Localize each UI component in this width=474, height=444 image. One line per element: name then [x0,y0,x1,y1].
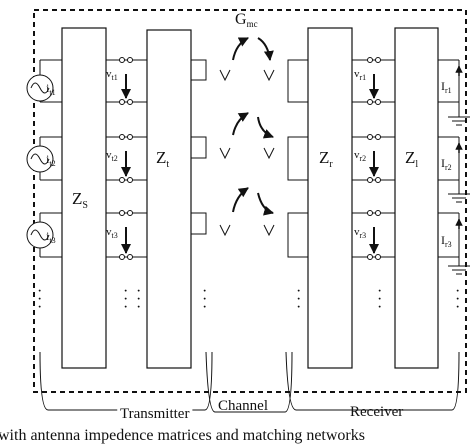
current-source-3 [26,221,54,249]
svg-text:·: · [123,299,128,316]
svg-text:·: · [377,283,382,300]
svg-text:·: · [455,291,460,308]
rx-port-1 [352,57,395,105]
svg-text:·: · [136,299,141,316]
system-boundary [33,9,467,393]
current-source-2 [26,145,54,173]
svg-text:·: · [123,283,128,300]
rx-current-label-3: Ir3 [441,233,452,249]
rx-voltage-label-3: vr3 [354,226,366,240]
svg-text:·: · [202,299,207,316]
tx-wave-arrow-3 [232,187,249,213]
rx-wave-arrow-1 [257,37,274,61]
tx-antenna-1 [191,59,231,82]
svg-text:·: · [37,299,42,316]
rx-port-2 [352,134,395,183]
tx-wave-arrow-2 [232,112,249,136]
svg-text:·: · [377,299,382,316]
svg-text:·: · [123,291,128,308]
rx-antenna-1 [263,59,308,103]
rx-current-label-2: Ir2 [441,156,452,172]
tx-port-2 [106,134,147,183]
source-label-1: it1 [46,81,56,97]
tx-wave-arrow-1 [232,37,249,61]
svg-text:·: · [455,283,460,300]
load-branch-3 [438,212,470,275]
zr-block [307,27,353,369]
tx-voltage-label-2: vt2 [106,149,118,163]
source-label-2: it2 [46,152,56,168]
source-branch-3 [39,212,62,258]
zr-label: Zr [319,148,333,170]
rx-port-3 [352,210,395,260]
transmitter-label-text: Transmitter [120,406,189,422]
svg-text:·: · [296,299,301,316]
transmitter-label: Transmitter [120,406,189,422]
tx-port-3 [106,210,147,260]
rx-antenna-3 [263,212,308,258]
section-brackets [39,351,460,413]
svg-text:·: · [377,291,382,308]
rx-wave-arrow-3 [257,192,274,216]
channel-arrows [232,37,274,216]
rx-wave-arrow-2 [257,116,274,139]
svg-text:·: · [202,283,207,300]
tx-voltage-label-3: vt3 [106,226,118,240]
zs-block [61,27,107,369]
svg-text:·: · [37,283,42,300]
svg-text:·: · [136,283,141,300]
continuation-dots: ··· ··· ··· ··· ··· ··· ··· [37,283,460,316]
tx-antenna-3 [191,212,231,237]
zl-label: Zl [405,148,418,170]
gmc-label: Gmc [235,11,258,29]
tx-port-1 [106,57,147,105]
channel-label: Channel [218,398,268,414]
source-label-3: it3 [46,229,56,245]
rx-voltage-label-2: vr2 [354,149,366,163]
svg-text:·: · [455,299,460,316]
zs-label: ZS [72,189,88,211]
current-source-1 [26,74,54,102]
load-branch-1 [438,59,470,126]
receiver-label: Receiver [350,404,403,420]
svg-text:·: · [37,291,42,308]
rx-antenna-2 [263,136,309,181]
rx-current-label-1: Ir1 [441,79,452,95]
svg-text:·: · [136,291,141,308]
source-branch-2 [39,136,62,181]
zt-block [146,29,192,369]
tx-antenna-2 [191,136,231,160]
zt-label: Zt [156,148,169,170]
zl-block [394,27,439,369]
tx-voltage-label-1: vt1 [106,68,118,82]
svg-text:·: · [296,283,301,300]
load-branch-2 [438,136,470,203]
figure-caption: with antenna impedence matrices and matc… [0,427,365,444]
svg-text:·: · [202,291,207,308]
rx-voltage-label-1: vr1 [354,68,366,82]
svg-text:·: · [296,291,301,308]
